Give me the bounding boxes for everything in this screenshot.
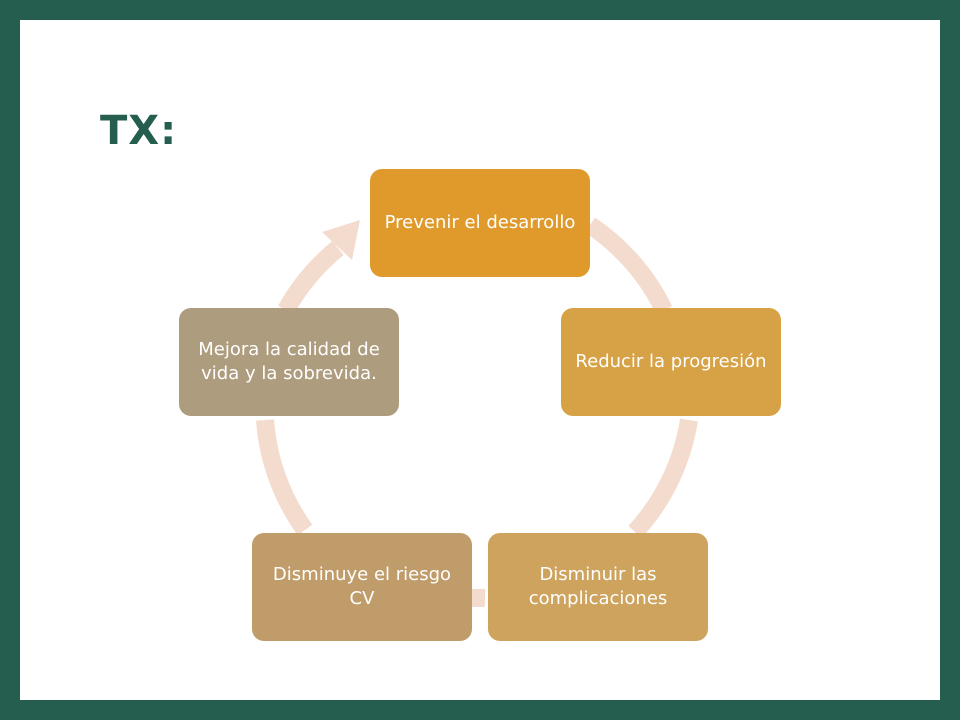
slide: TX: Prevenir el desarrollo Reducir la pr… (20, 20, 940, 700)
cycle-node-prevenir: Prevenir el desarrollo (370, 169, 590, 277)
cycle-node-mejora-calidad: Mejora la calidad de vida y la sobrevida… (179, 308, 399, 416)
cycle-node-disminuir-complicaciones: Disminuir las complicaciones (488, 533, 708, 641)
cycle-arc-1 (584, 217, 673, 315)
cycle-arrowhead (322, 220, 360, 260)
cycle-arc-2 (628, 418, 698, 539)
cycle-node-reducir: Reducir la progresión (561, 308, 781, 416)
cycle-node-disminuye-riesgo: Disminuye el riesgo CV (252, 533, 472, 641)
slide-title: TX: (100, 108, 178, 154)
cycle-arc-4 (256, 419, 313, 536)
cycle-arrows (256, 217, 698, 607)
cycle-arc-5 (278, 241, 344, 315)
